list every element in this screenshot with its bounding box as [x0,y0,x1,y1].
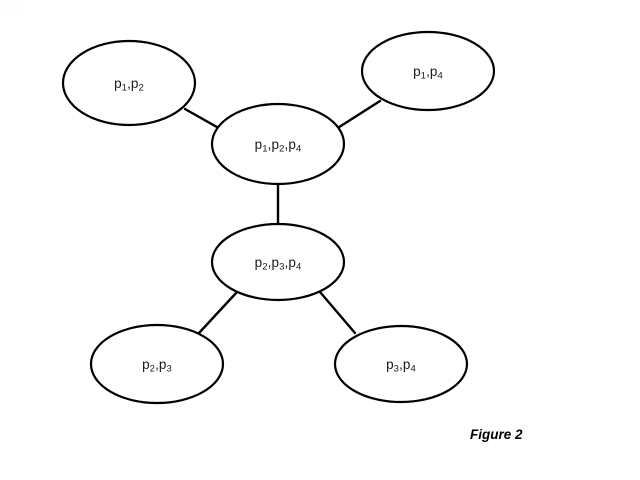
node-label-p1p2p4: p1,p2,p4 [255,137,302,154]
node-ellipse-p1p4[interactable] [360,30,496,112]
edge-p2p3p4-p2p3 [197,290,239,335]
node-layer: p1,p2 p1,p4 p1,p2,p4 p2,p3,p4 p2,p3 p3,p4 [61,30,496,405]
node-label-p1p2: p1,p2 [114,76,144,93]
node-label-p2p3p4: p2,p3,p4 [255,255,302,272]
node-label-p2p3: p2,p3 [142,357,172,374]
node-ellipse-p1p2p4[interactable] [210,102,346,186]
node-ellipse-p1p2[interactable] [61,39,197,127]
node-p2p3p4[interactable]: p2,p3,p4 [210,222,346,302]
node-ellipse-p2p3[interactable] [89,323,225,405]
node-p2p3[interactable]: p2,p3 [89,323,225,405]
edge-p1p4-p1p2p4 [331,99,382,133]
node-label-p1p4: p1,p4 [413,64,443,81]
corner-artifact [0,0,22,16]
figure-caption: Figure 2 [470,427,523,442]
edge-p2p3p4-p3p4 [318,290,357,335]
node-p1p4[interactable]: p1,p4 [360,30,496,112]
node-label-p3p4: p3,p4 [386,357,416,374]
node-ellipse-p2p3p4[interactable] [210,222,346,302]
node-ellipse-p3p4[interactable] [333,324,469,404]
node-p3p4[interactable]: p3,p4 [333,324,469,404]
node-p1p2[interactable]: p1,p2 [61,39,197,127]
node-p1p2p4[interactable]: p1,p2,p4 [210,102,346,186]
